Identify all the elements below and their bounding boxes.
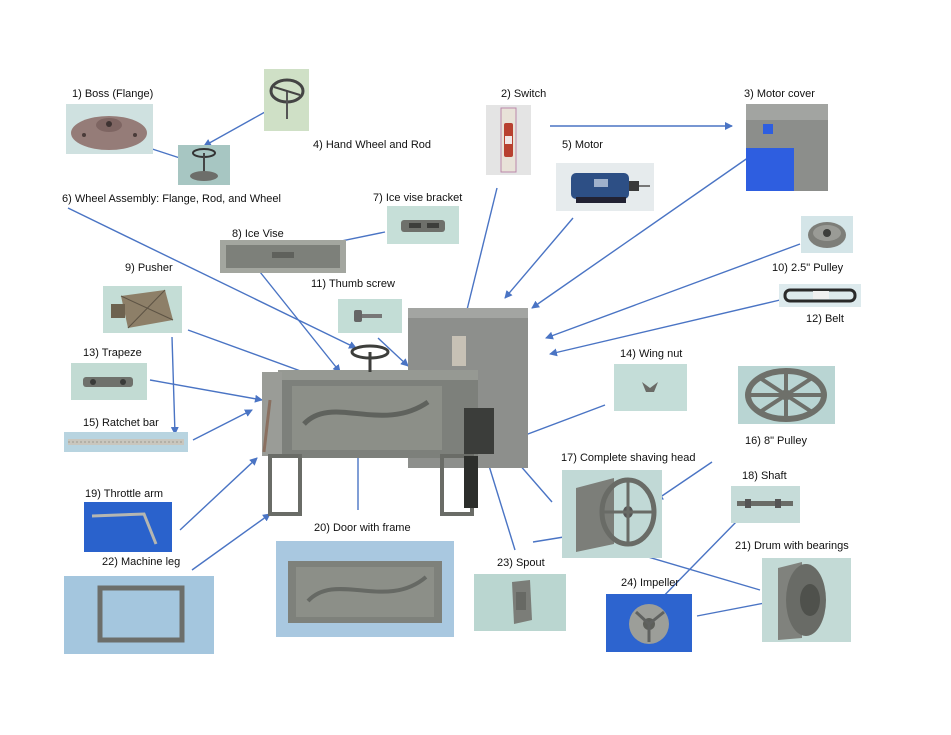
photo-pusher (103, 286, 182, 333)
label-ice-vise: 8) Ice Vise (232, 228, 284, 240)
photo-door-with-frame (276, 541, 454, 637)
arrow-pulley8-to-head (655, 461, 713, 501)
photo-assembled-machine (252, 306, 530, 516)
photo-pulley-25 (801, 216, 853, 253)
label-switch: 2) Switch (501, 88, 547, 100)
photo-throttle-arm (84, 502, 172, 552)
photo-switch (486, 105, 531, 175)
arrow-belt-to-box (549, 299, 781, 357)
label-shaving-head: 17) Complete shaving head (561, 452, 696, 464)
arrow-assembly-to-machine (67, 207, 357, 349)
label-hand-wheel: 4) Hand Wheel and Rod (313, 139, 432, 151)
label-belt: 12) Belt (806, 313, 844, 325)
arrow-pusher-to-ratchet (170, 336, 179, 435)
label-pulley-25: 10) 2.5" Pulley (772, 262, 844, 274)
label-wing-nut: 14) Wing nut (620, 348, 683, 360)
photo-belt (779, 284, 861, 307)
label-trapeze: 13) Trapeze (83, 347, 142, 359)
photo-thumb-screw (338, 299, 402, 333)
label-motor: 5) Motor (562, 139, 603, 151)
photo-boss-flange (66, 104, 153, 154)
photo-hand-wheel (264, 69, 309, 131)
label-motor-cover: 3) Motor cover (744, 88, 815, 100)
label-shaft: 18) Shaft (742, 470, 787, 482)
photo-wing-nut (614, 364, 687, 411)
photo-motor-cover (746, 104, 828, 191)
photo-wheel-assembly (178, 145, 230, 185)
photo-trapeze (71, 363, 147, 400)
photo-shaving-head (562, 470, 662, 558)
label-ratchet-bar: 15) Ratchet bar (83, 417, 159, 429)
arrow-thumbscrew-to-machine (377, 337, 409, 367)
photo-motor (556, 163, 654, 211)
label-throttle-arm: 19) Throttle arm (85, 488, 164, 500)
label-boss: 1) Boss (Flange) (72, 88, 154, 100)
label-drum: 21) Drum with bearings (735, 540, 849, 552)
arrow-throttle-to-machine (179, 457, 258, 531)
arrow-pulley25-to-box (545, 243, 801, 340)
photo-pulley-8 (738, 366, 835, 424)
photo-spout (474, 574, 566, 631)
photo-ice-vise-bracket (387, 206, 459, 244)
label-machine-leg: 22) Machine leg (102, 556, 181, 568)
photo-drum-with-bearings (762, 558, 851, 642)
label-thumb-screw: 11) Thumb screw (311, 278, 395, 290)
arrow-spout-to-machine (484, 455, 516, 551)
arrow-ratchet-to-machine (192, 409, 253, 441)
arrow-handwheel-to-assembly (203, 111, 266, 147)
photo-impeller (606, 594, 692, 652)
arrow-trapeze-to-machine (149, 379, 263, 403)
photo-ice-vise (220, 240, 346, 273)
label-pusher: 9) Pusher (125, 262, 173, 274)
photo-ratchet-bar (64, 432, 188, 452)
arrow-switch-to-box (460, 187, 498, 327)
label-spout: 23) Spout (497, 557, 545, 569)
arrow-vise-to-machine (259, 271, 341, 373)
label-pulley-8: 16) 8" Pulley (745, 435, 807, 447)
arrow-cover-to-box (531, 154, 753, 309)
photo-shaft (731, 486, 800, 523)
label-wheel-assembly: 6) Wheel Assembly: Flange, Rod, and Whee… (62, 193, 281, 205)
label-door: 20) Door with frame (314, 522, 411, 534)
photo-machine-leg (64, 576, 214, 654)
arrow-leg-to-machine (191, 513, 271, 571)
label-impeller: 24) Impeller (621, 577, 680, 589)
arrow-motor-to-box (504, 217, 574, 299)
label-ice-vise-bracket: 7) Ice vise bracket (373, 192, 463, 204)
arrow-shaft-to-impeller (651, 519, 739, 609)
